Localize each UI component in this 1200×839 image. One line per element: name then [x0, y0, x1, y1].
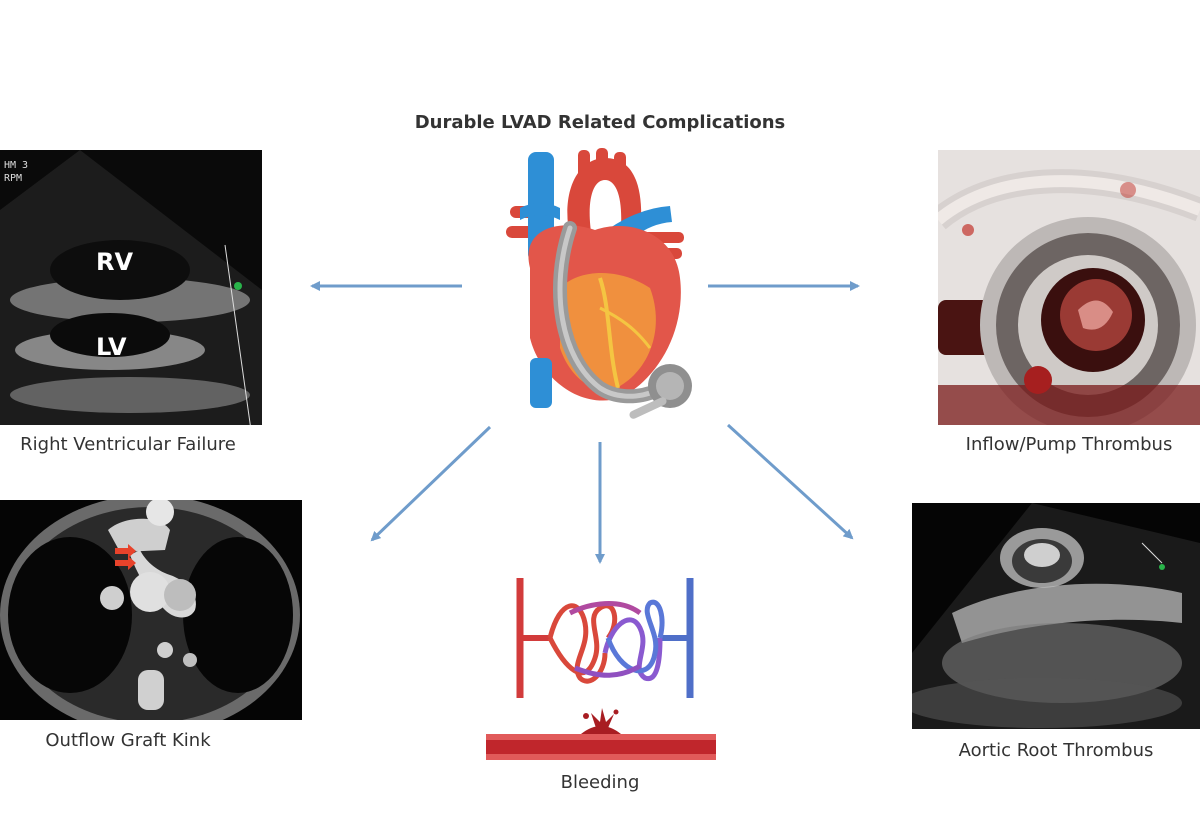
bleeding-vessel-icon	[486, 708, 716, 760]
lv-label: LV	[96, 333, 127, 361]
rv-failure-caption: Right Ventricular Failure	[20, 434, 236, 455]
rv-failure-echo-image: HM 3 RPM RV LV	[0, 150, 262, 425]
heart-with-lvad-icon	[506, 148, 692, 419]
arrow-marker-2	[115, 556, 136, 570]
capillary-bed-icon	[516, 578, 694, 698]
arrow-marker-1	[115, 544, 136, 558]
pump-thrombus-photo	[938, 150, 1200, 425]
aortic-root-caption: Aortic Root Thrombus	[958, 740, 1154, 761]
echo-overlay-line-2: RPM	[4, 173, 22, 184]
aortic-root-tee-image	[912, 503, 1200, 729]
echo-overlay-line-1: HM 3	[4, 160, 28, 171]
bleeding-caption: Bleeding	[560, 772, 640, 793]
outflow-kink-ct-image	[0, 500, 302, 720]
outflow-kink-caption: Outflow Graft Kink	[45, 730, 211, 751]
diagram-title: Durable LVAD Related Complications	[414, 112, 786, 133]
pump-thrombus-caption: Inflow/Pump Thrombus	[965, 434, 1173, 455]
arrow-to-outflow-kink	[370, 425, 492, 542]
rv-label: RV	[96, 248, 133, 276]
arrow-to-aortic-root	[726, 423, 854, 540]
